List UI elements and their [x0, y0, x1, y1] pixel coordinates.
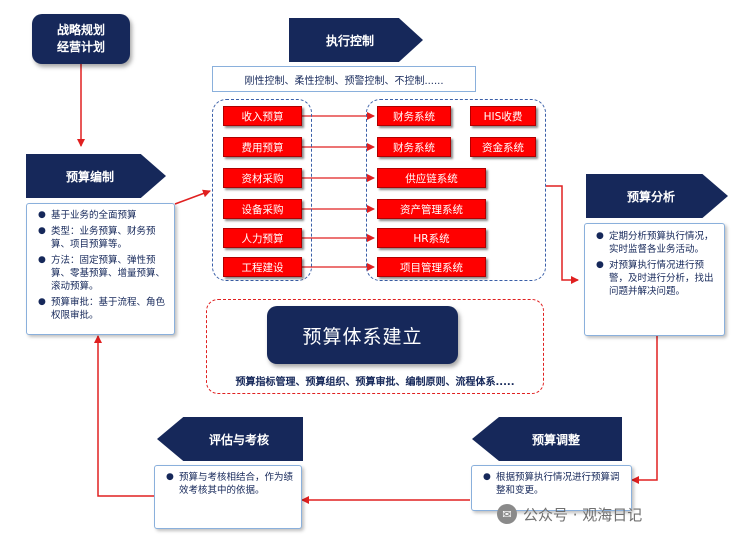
- control-types-text: 刚性控制、柔性控制、预警控制、不控制......: [244, 75, 444, 87]
- strategy-box: 战略规划 经营计划: [32, 14, 130, 64]
- evaluate-title: 评估与考核: [157, 417, 303, 461]
- adjust-item: 根据预算执行情况进行预算调整和变更。: [483, 471, 625, 497]
- system-title-text: 预算体系建立: [302, 325, 423, 348]
- system-title: 预算体系建立: [267, 306, 458, 364]
- system-hr: HR系统: [377, 228, 486, 248]
- adjust-title: 预算调整: [472, 417, 622, 461]
- system-items: 预算指标管理、预算组织、预算审批、编制原则、流程体系.....: [235, 377, 515, 388]
- budget-group: [212, 99, 312, 281]
- system-establish-group: [206, 299, 544, 394]
- watermark-text: 公众号 · 观海日记: [523, 505, 643, 524]
- budget-materials: 资材采购: [223, 168, 302, 188]
- wechat-icon: ✉: [497, 504, 517, 524]
- budget-hr: 人力预算: [223, 228, 302, 248]
- system-finance-1: 财务系统: [377, 106, 451, 126]
- analysis-item: 定期分析预算执行情况，实时监督各业务活动。: [596, 230, 718, 256]
- arrow-compile-to-execution: [174, 189, 211, 205]
- watermark: ✉ 公众号 · 观海日记: [497, 494, 642, 534]
- system-finance-2: 财务系统: [377, 137, 451, 157]
- arrow-execution-to-analysis: [546, 185, 579, 284]
- budget-equipment: 设备采购: [223, 199, 302, 219]
- strategy-line1: 战略规划: [56, 23, 105, 37]
- arrow-evaluate-to-compile: [94, 335, 154, 497]
- system-project: 项目管理系统: [377, 257, 486, 277]
- evaluate-item: 预算与考核相结合，作为绩效考核其中的依据。: [166, 471, 295, 497]
- compile-item: 基于业务的全面预算: [38, 209, 168, 222]
- compile-item: 预算审批：基于流程、角色权限审批。: [38, 296, 168, 322]
- compile-item: 类型：业务预算、财务预算、项目预算等。: [38, 225, 168, 251]
- control-types-box: 刚性控制、柔性控制、预警控制、不控制......: [212, 66, 476, 92]
- system-group: [366, 99, 546, 281]
- system-assets: 资产管理系统: [377, 199, 486, 219]
- budget-expense: 费用预算: [223, 137, 302, 157]
- analysis-title-text: 预算分析: [626, 189, 675, 204]
- system-funds: 资金系统: [470, 137, 536, 157]
- system-supply-chain: 供应链系统: [377, 168, 486, 188]
- compile-item: 方法：固定预算、弹性预算、零基预算、增量预算、滚动预算。: [38, 254, 168, 293]
- strategy-line2: 经营计划: [56, 40, 105, 54]
- execution-title: 执行控制: [289, 18, 423, 62]
- analysis-title: 预算分析: [586, 174, 728, 218]
- budget-revenue: 收入预算: [223, 106, 302, 126]
- execution-title-text: 执行控制: [325, 33, 374, 48]
- evaluate-title-text: 评估与考核: [208, 432, 269, 447]
- analysis-card: 定期分析预算执行情况，实时监督各业务活动。 对预算执行情况进行预警，及时进行分析…: [584, 223, 725, 336]
- budget-construction: 工程建设: [223, 257, 302, 277]
- system-his: HIS收费: [470, 106, 536, 126]
- arrow-analysis-to-adjust: [631, 336, 658, 484]
- compile-card: 基于业务的全面预算 类型：业务预算、财务预算、项目预算等。 方法：固定预算、弹性…: [26, 203, 175, 335]
- compile-title-text: 预算编制: [65, 169, 114, 184]
- adjust-card: 根据预算执行情况进行预算调整和变更。: [471, 465, 632, 511]
- analysis-item: 对预算执行情况进行预警，及时进行分析，找出问题并解决问题。: [596, 259, 718, 298]
- evaluate-card: 预算与考核相结合，作为绩效考核其中的依据。: [154, 465, 302, 529]
- compile-title: 预算编制: [26, 154, 166, 198]
- adjust-title-text: 预算调整: [531, 432, 580, 447]
